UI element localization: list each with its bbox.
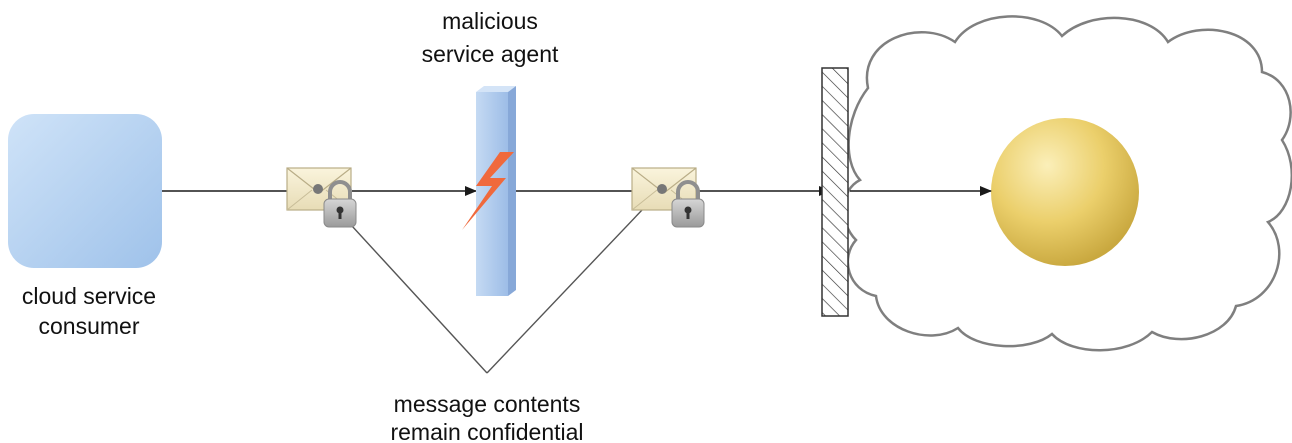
callout-line-right xyxy=(486,188,663,374)
firewall-icon xyxy=(821,67,849,317)
malicious-agent-bar xyxy=(476,86,516,296)
cloud-service-sphere-icon xyxy=(991,118,1139,266)
cloud-service-consumer-icon xyxy=(8,114,162,268)
consumer-label-line2: consumer xyxy=(39,313,140,339)
agent-label-line1: malicious xyxy=(442,8,538,34)
caption-line2: remain confidential xyxy=(390,419,583,443)
padlock-icon xyxy=(323,180,357,228)
agent-label-line2: service agent xyxy=(422,41,559,67)
padlock-icon xyxy=(671,180,705,228)
envelope-icon xyxy=(286,167,352,211)
consumer-label-line1: cloud service xyxy=(22,283,156,309)
caption-line1: message contents xyxy=(394,391,581,417)
